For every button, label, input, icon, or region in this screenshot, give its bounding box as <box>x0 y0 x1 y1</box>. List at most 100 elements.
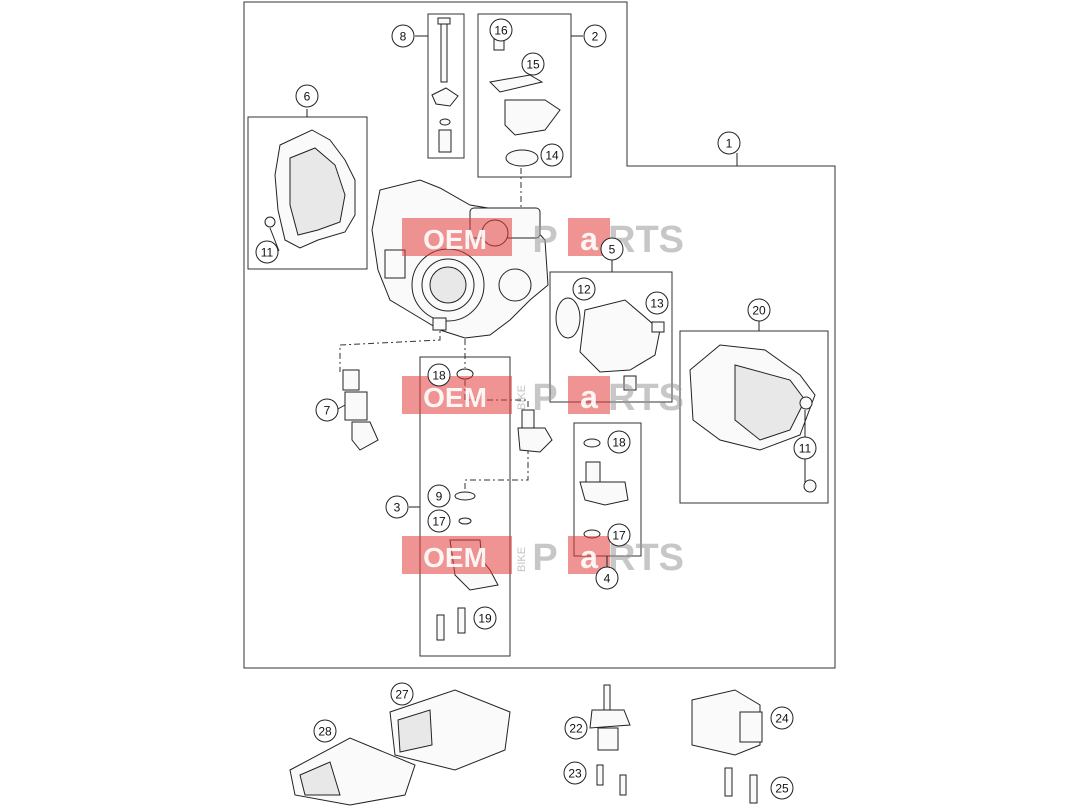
screw-assembly-8 <box>431 17 459 153</box>
callout-circle <box>427 484 451 508</box>
assembly-outline-1 <box>243 1 836 669</box>
watermark-3: OEM BIKE P a RTS <box>402 536 684 579</box>
callout-circle <box>607 523 631 547</box>
cover-6 <box>264 129 356 249</box>
callout-number: 5 <box>609 243 616 257</box>
callout-number: 11 <box>799 442 812 456</box>
guide-line-9 <box>464 448 529 492</box>
callout-circle <box>595 566 619 590</box>
callout-number: 11 <box>261 246 274 260</box>
callout-number: 6 <box>304 90 311 104</box>
watermark-oem-text: OEM <box>423 224 487 255</box>
watermark-bike-text: BIKE <box>516 385 528 410</box>
callout-circle <box>391 24 415 48</box>
module-28 <box>289 737 416 806</box>
callout-25: 25 <box>770 776 794 800</box>
callout-circle <box>747 298 771 322</box>
callout-number: 8 <box>400 30 407 44</box>
watermark-p-text: P <box>532 537 557 579</box>
callout-number: 28 <box>318 725 332 739</box>
group-box-5 <box>549 271 673 403</box>
callout-number: 23 <box>568 767 582 781</box>
callout-15: 15 <box>521 52 545 76</box>
callout-number: 13 <box>650 297 664 311</box>
callout-circle <box>313 719 337 743</box>
callout-13: 13 <box>645 291 669 315</box>
watermark-oem-text: OEM <box>423 542 487 573</box>
callout-24: 24 <box>770 706 794 730</box>
throttle-body <box>371 179 549 339</box>
callout-16: 16 <box>489 18 513 42</box>
ecu-27 <box>389 689 511 771</box>
callout-circle <box>600 237 624 261</box>
callout-number: 18 <box>432 369 446 383</box>
callout-1: 1 <box>717 131 741 155</box>
callout-circle <box>572 277 596 301</box>
callout-circle <box>427 363 451 387</box>
callout-circle <box>564 716 588 740</box>
callout-5: 5 <box>600 237 624 261</box>
callout-number: 7 <box>324 404 331 418</box>
callout-circle <box>645 291 669 315</box>
callout-2: 2 <box>583 24 607 48</box>
callout-18b: 18 <box>607 430 631 454</box>
callout-circle <box>390 682 414 706</box>
bolts-23 <box>596 764 627 796</box>
callout-circle <box>793 436 817 460</box>
callout-3: 3 <box>385 495 409 519</box>
watermark-a-text: a <box>580 379 598 415</box>
part-7 <box>342 369 379 451</box>
watermark-p-text: P <box>532 377 557 419</box>
callout-circle <box>295 84 319 108</box>
callout-7: 7 <box>315 398 339 422</box>
watermark-oem-text: OEM <box>423 382 487 413</box>
callout-6: 6 <box>295 84 319 108</box>
sensor-assembly-5 <box>555 297 665 391</box>
callout-circle <box>770 776 794 800</box>
callout-22: 22 <box>564 716 588 740</box>
callout-circle <box>427 509 451 533</box>
callout-circle <box>607 430 631 454</box>
callout-number: 24 <box>775 712 789 726</box>
callout-8: 8 <box>391 24 415 48</box>
callout-number: 15 <box>526 58 540 72</box>
watermark-a-text: a <box>580 539 598 575</box>
injector-3 <box>436 368 553 641</box>
callout-number: 27 <box>395 688 409 702</box>
watermark-p-text: P <box>532 219 557 261</box>
callout-number: 1 <box>726 137 733 151</box>
callout-circle <box>521 52 545 76</box>
callout-number: 4 <box>604 572 611 586</box>
sensor-24 <box>691 689 763 756</box>
guide-line-7 <box>339 322 441 372</box>
callout-circle <box>473 606 497 630</box>
callout-number: 14 <box>545 149 559 163</box>
callout-circle <box>583 24 607 48</box>
callout-number: 18 <box>612 436 626 450</box>
injector-4 <box>579 438 629 539</box>
callout-14: 14 <box>540 143 564 167</box>
sensor-assembly-2 <box>488 35 561 167</box>
callout-number: 17 <box>432 515 446 529</box>
callout-11b: 11 <box>793 436 817 460</box>
callout-20: 20 <box>747 298 771 322</box>
callout-number: 20 <box>752 304 766 318</box>
watermark-bike-text: BIKE <box>516 547 528 572</box>
callout-number: 25 <box>775 782 789 796</box>
callout-11a: 11 <box>255 240 279 264</box>
watermark-1: OEM P a RTS <box>402 218 684 261</box>
callout-number: 2 <box>592 30 599 44</box>
sensor-22 <box>589 684 631 751</box>
callout-27: 27 <box>390 682 414 706</box>
callout-17b: 17 <box>607 523 631 547</box>
callout-circle <box>385 495 409 519</box>
watermark-2: OEM BIKE P a RTS <box>402 376 684 419</box>
callout-12: 12 <box>572 277 596 301</box>
callout-number: 16 <box>494 24 508 38</box>
callout-4: 4 <box>595 566 619 590</box>
callout-number: 12 <box>577 283 591 297</box>
callout-circle <box>563 761 587 785</box>
callout-circle <box>255 240 279 264</box>
callout-number: 9 <box>436 490 443 504</box>
